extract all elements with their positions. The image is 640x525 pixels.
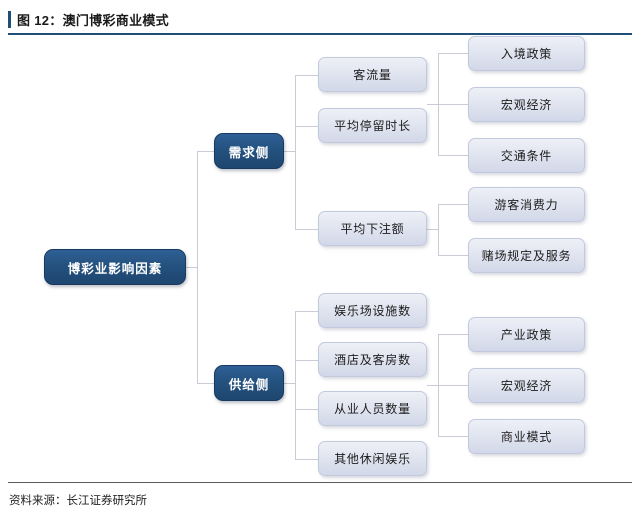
node-venue-facilities-count[interactable]: 娱乐场设施数 (318, 293, 427, 328)
connector-supplygroup-stub (427, 385, 439, 386)
connector-supply-stub (284, 383, 296, 384)
node-employee-count[interactable]: 从业人员数量 (318, 391, 427, 426)
title-accent-bar (8, 11, 11, 28)
connector-traffic-to-macro (438, 104, 468, 105)
node-supply-side[interactable]: 供给侧 (214, 365, 284, 401)
node-other-leisure-entertainment[interactable]: 其他休闲娱乐 (318, 441, 427, 476)
connector-root-to-demand (197, 151, 214, 152)
connector-root-spine (197, 151, 198, 383)
connector-betsize-spine (438, 204, 439, 255)
connector-root-to-supply (197, 383, 214, 384)
node-passenger-flow[interactable]: 客流量 (318, 57, 427, 92)
connector-demand-to-traffic (295, 75, 318, 76)
node-hotels-and-rooms-count[interactable]: 酒店及客房数 (318, 342, 427, 377)
connector-supply-to-hotels (295, 360, 318, 361)
node-root-gaming-factors[interactable]: 博彩业影响因素 (44, 249, 186, 285)
figure-header: 图 12：澳门博彩商业模式 (8, 10, 632, 32)
connector-supplygroup-to-businessmodel (438, 436, 468, 437)
node-average-stay-duration[interactable]: 平均停留时长 (318, 108, 427, 143)
connector-demand-spine (295, 75, 296, 230)
connector-traffic-to-transport (438, 155, 468, 156)
figure-title: 图 12：澳门博彩商业模式 (17, 13, 169, 28)
figure-source: 资料来源：长江证券研究所 (9, 495, 147, 507)
connector-supply-to-staff (295, 409, 318, 410)
connector-betsize-to-spending (438, 204, 468, 205)
node-casino-rules-services[interactable]: 赌场规定及服务 (468, 238, 585, 273)
connector-betsize-stub (427, 229, 439, 230)
connector-betsize-to-casinorules (438, 255, 468, 256)
connector-root-stub (186, 267, 198, 268)
node-macro-economy-supply[interactable]: 宏观经济 (468, 368, 585, 403)
node-industry-policy[interactable]: 产业政策 (468, 317, 585, 352)
connector-supplygroup-to-macro (438, 385, 468, 386)
diagram-canvas: 博彩业影响因素 需求侧 供给侧 客流量 平均停留时长 平均下注额 入境政策 宏观… (0, 36, 640, 480)
node-macro-economy-demand[interactable]: 宏观经济 (468, 87, 585, 122)
node-tourist-spending-power[interactable]: 游客消费力 (468, 187, 585, 222)
node-demand-side[interactable]: 需求侧 (214, 133, 284, 169)
node-business-model[interactable]: 商业模式 (468, 419, 585, 454)
connector-traffic-stub (427, 104, 439, 105)
connector-supply-spine (295, 311, 296, 459)
connector-supply-to-venues (295, 311, 318, 312)
node-entry-policy[interactable]: 入境政策 (468, 36, 585, 71)
header-divider (8, 33, 632, 35)
connector-demand-to-staylength (295, 126, 318, 127)
connector-supplygroup-to-industrypolicy (438, 334, 468, 335)
node-transport-conditions[interactable]: 交通条件 (468, 138, 585, 173)
connector-supply-to-leisure (295, 459, 318, 460)
connector-demand-stub (284, 151, 296, 152)
connector-traffic-to-entrypolicy (438, 53, 468, 54)
node-average-bet-amount[interactable]: 平均下注额 (318, 211, 427, 246)
connector-demand-to-betsize (295, 229, 318, 230)
footer-divider (8, 482, 632, 483)
